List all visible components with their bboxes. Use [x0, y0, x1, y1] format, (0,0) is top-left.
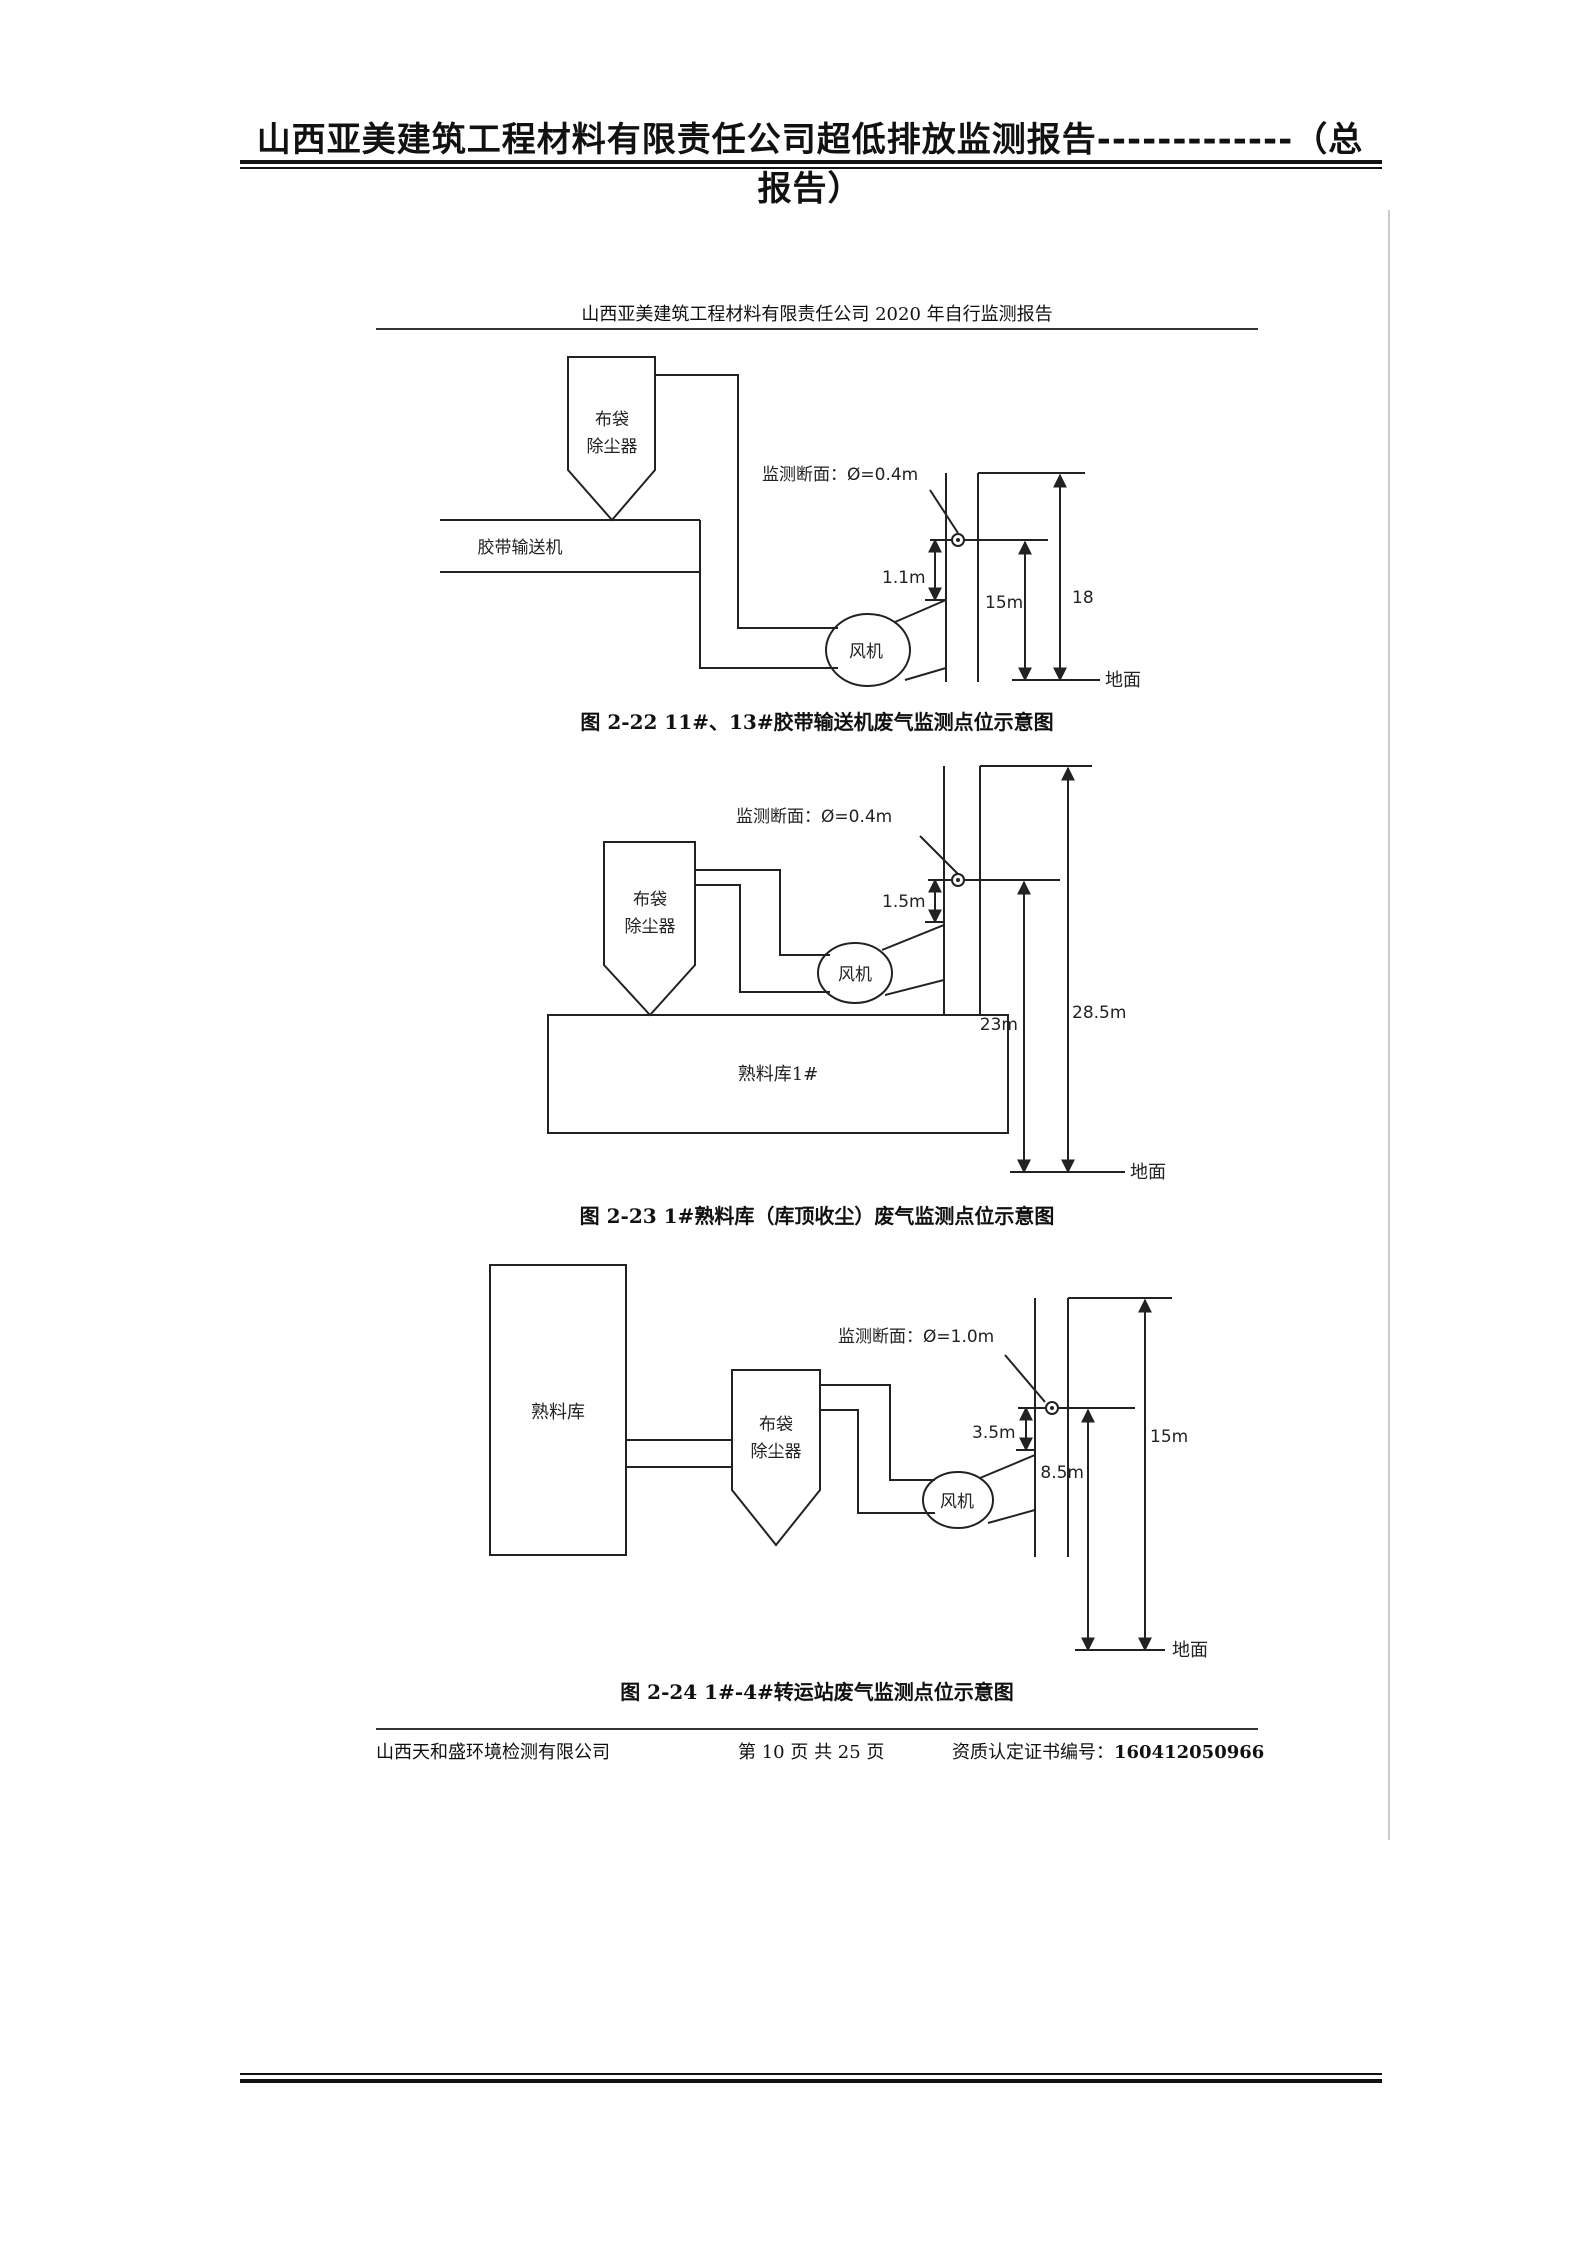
report-title: 山西亚美建筑工程材料有限责任公司超低排放监测报告-------------（总报…	[256, 120, 1364, 209]
inner-page-header: 山西亚美建筑工程材料有限责任公司 2020 年自行监测报告	[581, 304, 1053, 325]
duct-inner	[695, 884, 830, 993]
dim-sample-label: 23m	[980, 1015, 1018, 1035]
ground-label: 地面	[1172, 1640, 1208, 1661]
bag-filter-shape	[567, 356, 656, 522]
filter-label-2: 除尘器	[751, 1442, 802, 1462]
dim-offset-label: 3.5m	[972, 1423, 1016, 1443]
fan-label: 风机	[940, 1492, 974, 1512]
footer-page-number: 第 10 页 共 25 页	[738, 1742, 885, 1763]
section-label: 监测断面：Ø=1.0m	[838, 1327, 994, 1347]
dim-stack-label: 28.5m	[1072, 1003, 1126, 1023]
silo-shape	[489, 1264, 627, 1556]
duct-outer	[655, 374, 838, 629]
fan-label: 风机	[838, 965, 872, 985]
footer-cert-label: 资质认定证书编号：	[952, 1742, 1114, 1763]
filter-label-1: 布袋	[633, 890, 667, 910]
duct-inner	[699, 520, 838, 669]
dim-sample-label: 8.5m	[1040, 1463, 1084, 1483]
section-label: 监测断面：Ø=0.4m	[762, 465, 918, 485]
dim-offset-label: 1.1m	[882, 568, 926, 588]
conveyor-label: 胶带输送机	[478, 538, 563, 558]
leader-line	[929, 489, 959, 534]
silo-base-shape	[547, 1014, 1009, 1134]
figure-2-22-caption: 图 2-22 11#、13#胶带输送机废气监测点位示意图	[580, 710, 1054, 734]
footer-rule-thin	[240, 2073, 1382, 2075]
fan-label: 风机	[849, 642, 883, 662]
fan-shape	[825, 613, 911, 687]
footer-cert: 资质认定证书编号：160412050966	[952, 1738, 1264, 1764]
section-label: 监测断面：Ø=0.4m	[736, 807, 892, 827]
duct-inner	[820, 1409, 935, 1514]
silo-label: 熟料库	[531, 1402, 585, 1423]
figure-2-23-caption: 图 2-23 1#熟料库（库顶收尘）废气监测点位示意图	[579, 1204, 1055, 1228]
filter-label-2: 除尘器	[625, 917, 676, 937]
dim-stack-label: 18	[1072, 588, 1094, 608]
footer-cert-number: 160412050966	[1114, 1742, 1265, 1763]
figure-2-24-caption: 图 2-24 1#-4#转运站废气监测点位示意图	[620, 1680, 1014, 1704]
leader-line	[1004, 1354, 1046, 1403]
fan-shape	[817, 942, 893, 1004]
silo-label: 熟料库1#	[738, 1064, 819, 1085]
bag-filter-shape	[731, 1369, 821, 1547]
duct-outer	[695, 869, 830, 956]
leader-line	[919, 835, 959, 875]
bag-filter-shape	[603, 841, 696, 1017]
fan-shape	[922, 1471, 994, 1529]
header-rule-thin	[240, 167, 1382, 169]
header-rule-thick	[240, 160, 1382, 164]
filter-label-1: 布袋	[759, 1415, 793, 1435]
ground-label: 地面	[1130, 1162, 1166, 1183]
footer-rule-thick	[240, 2079, 1382, 2083]
footer-company: 山西天和盛环境检测有限公司	[376, 1742, 610, 1763]
dim-sample-label: 15m	[985, 593, 1023, 613]
scan-page-edge	[1388, 210, 1390, 1840]
inner-footer-rule	[376, 1728, 1258, 1730]
ground-label: 地面	[1105, 670, 1141, 691]
dim-stack-label: 15m	[1150, 1427, 1188, 1447]
filter-label-1: 布袋	[595, 410, 629, 430]
filter-label-2: 除尘器	[587, 437, 638, 457]
duct-outer	[820, 1384, 935, 1481]
inner-header-rule	[376, 328, 1258, 330]
dim-offset-label: 1.5m	[882, 892, 926, 912]
